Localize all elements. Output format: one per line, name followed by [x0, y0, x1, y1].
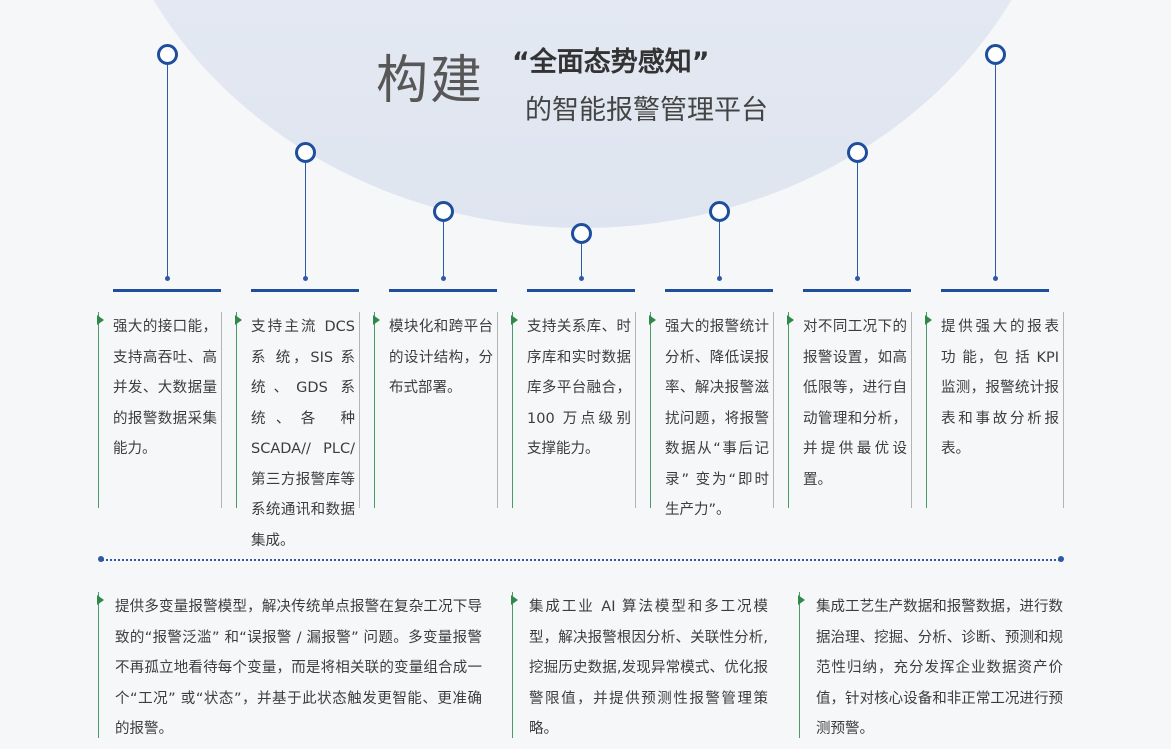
- feature-text: 提供强大的报表 功 能，包 括 KPI 监测，报警统计报表和事故分析报表。: [941, 319, 1059, 457]
- pin-4: [570, 223, 592, 281]
- feature-card-7: 提供强大的报表 功 能，包 括 KPI 监测，报警统计报表和事故分析报表。: [925, 312, 1064, 508]
- feature-card-3: 模块化和跨平台的设计结构，分布式部署。: [373, 312, 498, 508]
- bottom-feature-text: 提供多变量报警模型，解决传统单点报警在复杂工况下导致的“报警泛滥” 和“误报警 …: [115, 599, 482, 737]
- divider-end-dot: [1058, 556, 1064, 562]
- feature-bar: [113, 289, 221, 292]
- feature-bar: [527, 289, 635, 292]
- bottom-feature-1: 提供多变量报警模型，解决传统单点报警在复杂工况下导致的“报警泛滥” 和“误报警 …: [97, 592, 488, 738]
- bottom-feature-text: 集成工艺生产数据和报警数据，进行数据治理、挖掘、分析、诊断、预测和规范性归纳，充…: [816, 599, 1063, 737]
- feature-card-5: 强大的报警统计分析、降低误报率、解决报警滋扰问题，将报警数据从“事后记录” 变为…: [649, 312, 774, 518]
- green-arrow-icon: [235, 315, 242, 325]
- feature-bar: [803, 289, 911, 292]
- pin-6: [846, 142, 868, 281]
- bottom-feature-text: 集成工业 AI 算法模型和多工况模型，解决报警根因分析、关联性分析,挖掘历史数据…: [529, 599, 768, 737]
- pin-5: [708, 201, 730, 281]
- feature-card-4: 支持关系库、时序库和实时数据库多平台融合，100 万点级别支撑能力。: [511, 312, 636, 508]
- green-arrow-icon: [511, 315, 518, 325]
- feature-card-6: 对不同工况下的报警设置，如高低限等，进行自动管理和分析，并提供最优设置。: [787, 312, 912, 508]
- bottom-feature-2: 集成工业 AI 算法模型和多工况模型，解决报警根因分析、关联性分析,挖掘历史数据…: [511, 592, 774, 738]
- feature-text: 支持关系库、时序库和实时数据库多平台融合，100 万点级别支撑能力。: [527, 319, 631, 457]
- pin-2: [294, 142, 316, 281]
- pin-7: [984, 44, 1006, 281]
- green-arrow-icon: [787, 315, 794, 325]
- feature-card-1: 强大的接口能，支持高吞吐、高并发、大数据量的报警数据采集能力。: [97, 312, 222, 508]
- feature-bar: [389, 289, 497, 292]
- dotted-divider: [102, 559, 1060, 561]
- green-arrow-icon: [373, 315, 380, 325]
- pin-3: [432, 201, 454, 281]
- circle-marker-icon: [432, 201, 454, 222]
- feature-text: 模块化和跨平台的设计结构，分布式部署。: [389, 319, 493, 396]
- circle-marker-icon: [570, 223, 592, 244]
- feature-text: 强大的接口能，支持高吞吐、高并发、大数据量的报警数据采集能力。: [113, 319, 217, 457]
- feature-bar: [941, 289, 1049, 292]
- green-arrow-icon: [511, 595, 518, 605]
- feature-card-2: 支持主流 DCS 系 统，SIS 系统、GDS 系统、各 种 SCADA// P…: [235, 312, 360, 549]
- circle-marker-icon: [708, 201, 730, 222]
- green-arrow-icon: [798, 595, 805, 605]
- pin-1: [156, 44, 178, 281]
- circle-marker-icon: [846, 142, 868, 163]
- title-highlight: “全面态势感知”: [512, 47, 710, 78]
- feature-bar: [665, 289, 773, 292]
- green-arrow-icon: [97, 595, 104, 605]
- feature-text: 支持主流 DCS 系 统，SIS 系统、GDS 系统、各 种 SCADA// P…: [251, 319, 355, 549]
- circle-marker-icon: [156, 44, 178, 65]
- green-arrow-icon: [649, 315, 656, 325]
- title-subtitle: 的智能报警管理平台: [525, 95, 768, 126]
- divider-end-dot: [98, 556, 104, 562]
- feature-bar: [251, 289, 359, 292]
- feature-text: 强大的报警统计分析、降低误报率、解决报警滋扰问题，将报警数据从“事后记录” 变为…: [665, 319, 769, 518]
- circle-marker-icon: [984, 44, 1006, 65]
- bottom-feature-3: 集成工艺生产数据和报警数据，进行数据治理、挖掘、分析、诊断、预测和规范性归纳，充…: [798, 592, 1069, 738]
- feature-text: 对不同工况下的报警设置，如高低限等，进行自动管理和分析，并提供最优设置。: [803, 319, 907, 488]
- title-main: 构建: [376, 51, 485, 111]
- green-arrow-icon: [97, 315, 104, 325]
- circle-marker-icon: [294, 142, 316, 163]
- green-arrow-icon: [925, 315, 932, 325]
